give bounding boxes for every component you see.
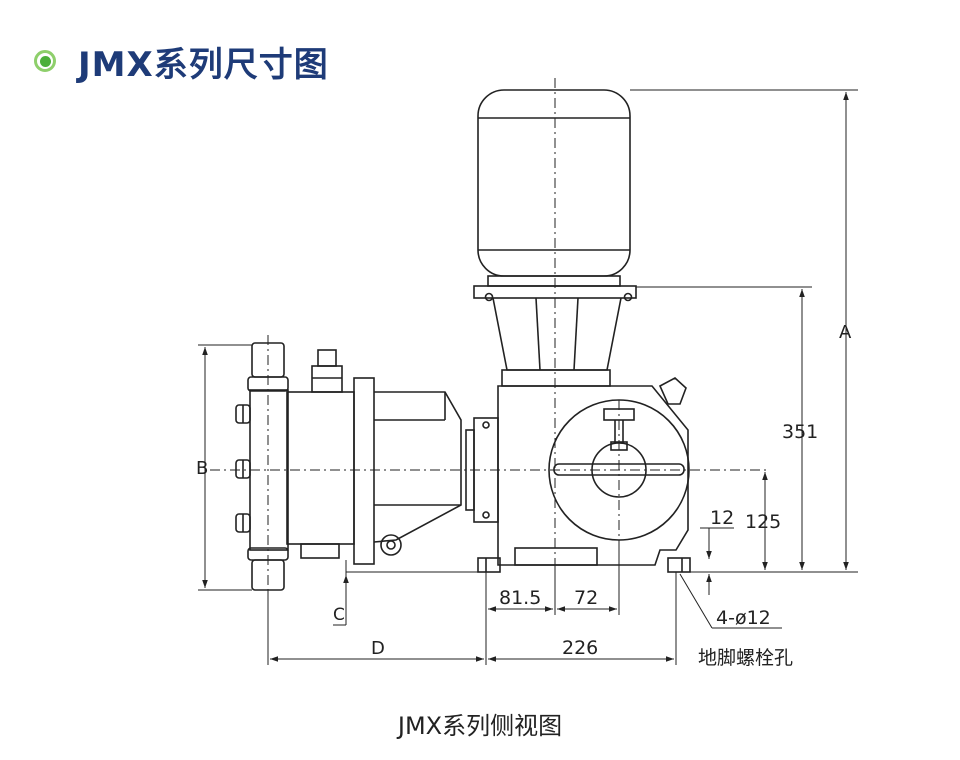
diaphragm-flange	[235, 389, 289, 551]
hole-desc-label: 地脚螺栓孔	[698, 647, 793, 669]
page-header: JMX系列尺寸图	[34, 36, 329, 86]
dim-label-d: D	[371, 638, 385, 659]
motor-bracket	[492, 297, 622, 387]
bullet-icon	[34, 50, 56, 72]
extension-lines	[198, 89, 858, 665]
dim-label-72: 72	[574, 587, 598, 609]
gearbox-housing	[497, 377, 690, 566]
pump-body	[235, 89, 691, 591]
dimension-lines	[202, 92, 849, 662]
dim-label-c: C	[333, 605, 345, 625]
dim-label-a: A	[839, 322, 852, 343]
hole-spec-label: 4-ø12	[716, 607, 771, 629]
base-plate	[477, 557, 691, 573]
dim-label-81-5: 81.5	[499, 587, 541, 609]
motor	[477, 89, 631, 287]
pump-head	[286, 349, 355, 559]
dim-label-12: 12	[710, 507, 734, 529]
dim-label-226: 226	[562, 637, 598, 659]
dim-label-125: 125	[745, 511, 781, 533]
centre-lines	[210, 78, 770, 600]
dim-label-351: 351	[782, 421, 818, 443]
cylinder-housing	[353, 377, 462, 565]
bullet-dot	[39, 55, 51, 67]
dim-label-b: B	[196, 458, 208, 479]
page-title: JMX系列尺寸图	[78, 44, 329, 85]
figure-caption: JMX系列侧视图	[397, 712, 563, 740]
